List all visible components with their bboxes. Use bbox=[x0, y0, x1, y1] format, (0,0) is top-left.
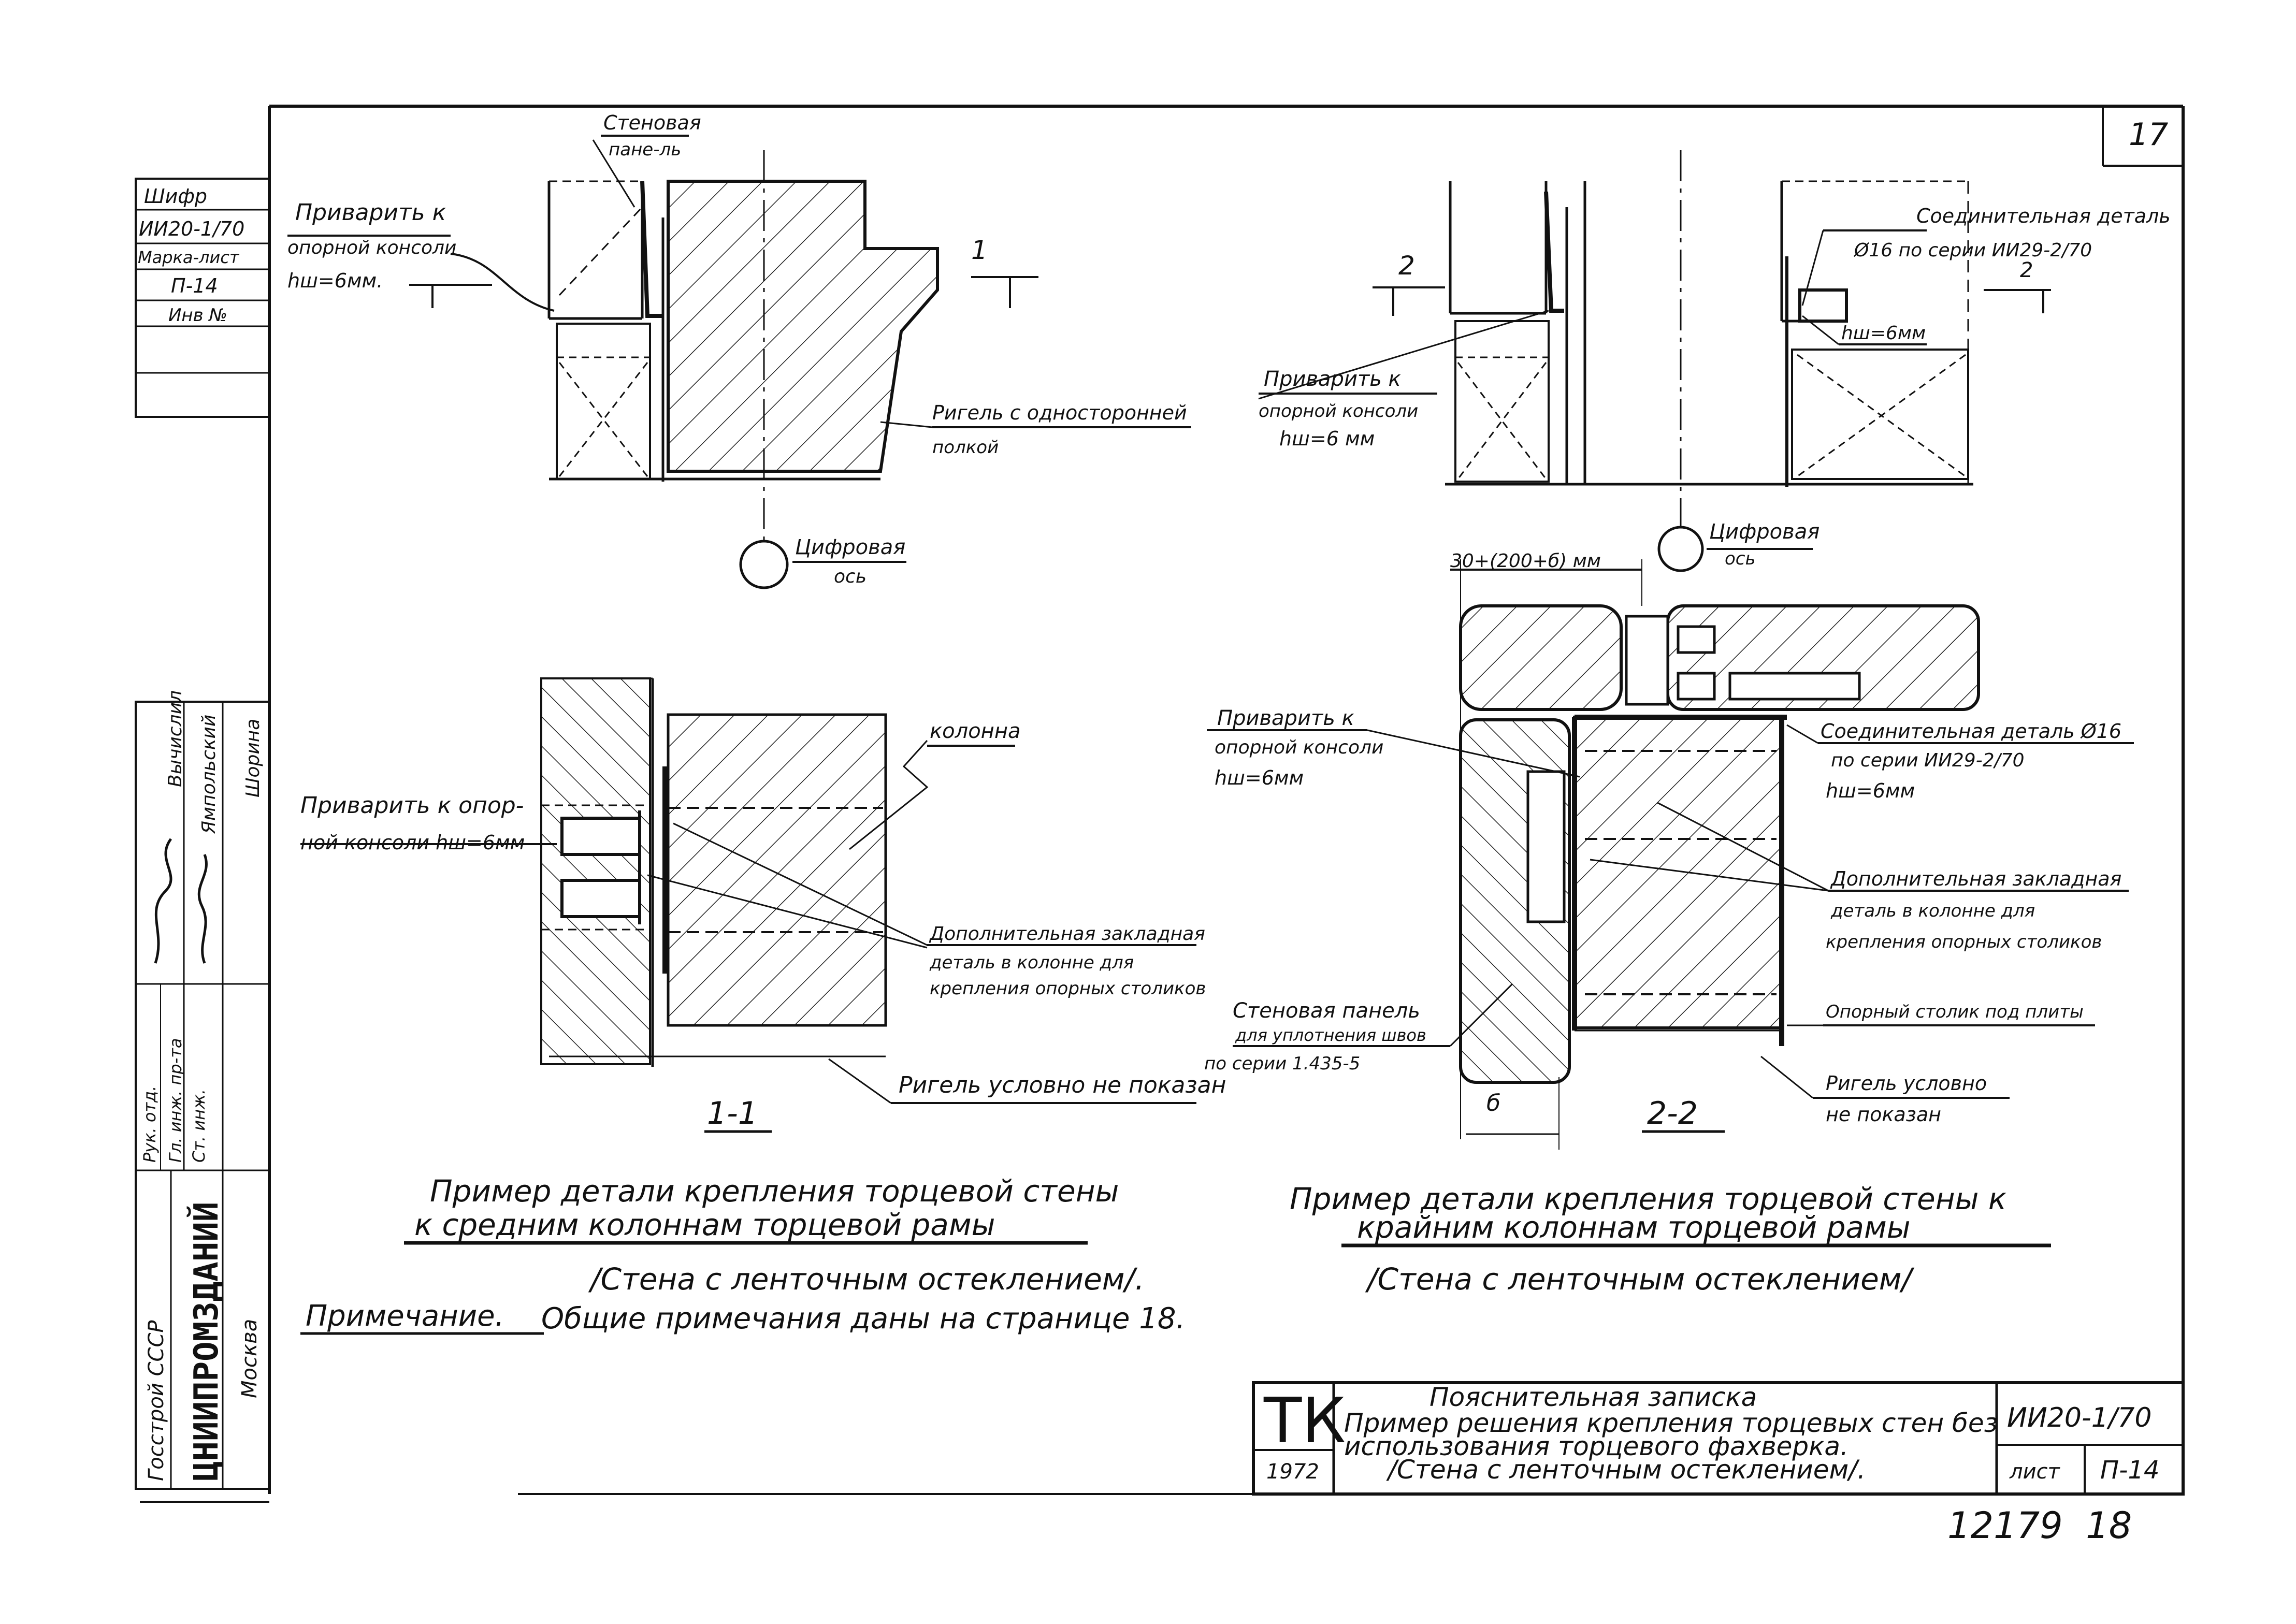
left-caption-line-1: Пример детали крепления торцевой стены bbox=[430, 1173, 1119, 1209]
d2-weld-plan-label-1: Приварить к bbox=[1217, 706, 1354, 730]
d1-weld-label-2: опорной консоли bbox=[287, 237, 456, 258]
d2-connector-label-2: Ø16 по серии ИИ29-2/70 bbox=[1853, 240, 2092, 261]
role-senior-engineer: Ст. инж. bbox=[189, 1089, 209, 1163]
note-label: Примечание. bbox=[306, 1299, 504, 1333]
d2-section-mark-right: 2 bbox=[2020, 258, 2033, 282]
d1-section-title: 1-1 bbox=[707, 1095, 758, 1132]
detail-1-elevation bbox=[287, 135, 1191, 589]
signature-mark-1 bbox=[154, 838, 172, 964]
stamp-inv-label: Инв № bbox=[168, 305, 227, 326]
d2-weld-plan-label-3: hш=6мм bbox=[1215, 766, 1304, 789]
d2-wall-panel-label-1: Стеновая панель bbox=[1233, 999, 1420, 1023]
d1-embedded-label-2: деталь в колонне для bbox=[929, 952, 1134, 973]
d2-embedded-label-3: крепления опорных столиков bbox=[1826, 932, 2102, 952]
detail-2-section bbox=[1207, 559, 2134, 1150]
d1-embedded-label-3: крепления опорных столиков bbox=[930, 978, 1206, 999]
d2-section-mark-left: 2 bbox=[1398, 251, 1415, 281]
d1-column-label: колонна bbox=[930, 719, 1021, 743]
d2-wall-panel-label-3: по серии 1.435-5 bbox=[1204, 1053, 1360, 1074]
d1-section-mark: 1 bbox=[971, 235, 988, 265]
title-block-description-1: Пример решения крепления торцевых стен б… bbox=[1344, 1408, 1998, 1438]
d2-dim-b: б bbox=[1486, 1090, 1500, 1116]
d2-girder-note-1: Ригель условно bbox=[1826, 1072, 1987, 1095]
d1-weld-plan-label-1: Приварить к опор- bbox=[300, 792, 524, 819]
note-text: Общие примечания даны на странице 18. bbox=[541, 1302, 1185, 1336]
title-block-description-3: /Стена с ленточным остеклением/. bbox=[1386, 1455, 1866, 1485]
d2-support-table-label: Опорный столик под плиты bbox=[1826, 1002, 2084, 1022]
d1-girder-label-1: Ригель с односторонней bbox=[932, 401, 1187, 424]
d1-embedded-label-1: Дополнительная закладная bbox=[929, 923, 1205, 945]
d2-embedded-label-1: Дополнительная закладная bbox=[1830, 867, 2121, 890]
title-block-year: 1972 bbox=[1266, 1460, 1319, 1484]
title-block-sheet-value: П-14 bbox=[2100, 1456, 2160, 1485]
d2-section-title: 2-2 bbox=[1647, 1095, 1698, 1132]
archive-number: 12179 18 bbox=[1947, 1504, 2132, 1547]
org-top: Госстрой СССР bbox=[145, 1320, 168, 1481]
signature-role-labels: Вычислил Рук. отд. Гл. инж. пр-та Ст. ин… bbox=[140, 690, 264, 1481]
side-stamp bbox=[135, 178, 270, 418]
sheet-number: 17 bbox=[2129, 117, 2168, 153]
d1-axis-label-1: Цифровая bbox=[795, 535, 905, 559]
right-caption-subtitle: /Стена с ленточным остеклением/ bbox=[1365, 1262, 1915, 1297]
signer-name-2: Шорина bbox=[242, 719, 264, 798]
d1-girder-note: Ригель условно не показан bbox=[899, 1072, 1226, 1098]
right-caption-line-2: крайним колоннам торцевой рамы bbox=[1357, 1210, 1911, 1245]
d2-weld-label-2: опорной консоли bbox=[1259, 401, 1418, 422]
role-head-dept: Рук. отд. bbox=[140, 1086, 160, 1163]
d1-axis-label-2: ось bbox=[834, 566, 867, 587]
d2-weld-hw-label: hш=6мм bbox=[1841, 323, 1926, 344]
title-block-sheet-label: лист bbox=[2009, 1460, 2061, 1484]
detail-2-elevation bbox=[1258, 150, 2051, 572]
d2-weld-label-3: hш=6 мм bbox=[1279, 427, 1375, 450]
d1-girder-label-2: полкой bbox=[932, 437, 999, 458]
signature-block bbox=[135, 701, 270, 1490]
title-block bbox=[1252, 1381, 2185, 1496]
d2-embedded-label-2: деталь в колонне для bbox=[1830, 901, 2035, 921]
d2-weld-plan-label-2: опорной консоли bbox=[1215, 737, 1383, 758]
stamp-code: ИИ20-1/70 bbox=[139, 218, 244, 240]
left-caption-subtitle: /Стена с ленточным остеклением/. bbox=[588, 1262, 1145, 1297]
d1-wall-panel-label-1: Стеновая bbox=[603, 111, 701, 134]
d1-weld-label-3: hш=6мм. bbox=[287, 269, 383, 292]
org-name: ЦНИИПРОМЗДАНИЙ bbox=[186, 1202, 226, 1481]
d2-axis-label-2: ось bbox=[1725, 548, 1756, 569]
d2-wall-panel-label-2: для уплотнения швов bbox=[1235, 1025, 1426, 1045]
title-block-code: ИИ20-1/70 bbox=[2007, 1402, 2152, 1433]
captions bbox=[300, 1241, 2051, 1335]
d2-connector-plan-label-1: Соединительная деталь Ø16 bbox=[1821, 720, 2121, 743]
signature-mark-2 bbox=[197, 854, 208, 964]
d2-dimension-label: 30+(200+б) мм bbox=[1450, 550, 1601, 572]
title-block-logo: ТК bbox=[1263, 1385, 1346, 1457]
d2-connector-label-1: Соединительная деталь bbox=[1916, 205, 2171, 227]
left-caption-line-2: к средним колоннам торцевой рамы bbox=[414, 1207, 995, 1242]
stamp-mark-label: Марка-лист bbox=[138, 248, 240, 267]
stamp-mark: П-14 bbox=[171, 274, 218, 297]
d2-axis-label-1: Цифровая bbox=[1709, 520, 1820, 544]
d1-wall-panel-label-2: пане-ль bbox=[609, 139, 681, 160]
d2-girder-note-2: не показан bbox=[1826, 1103, 1941, 1126]
role-computed: Вычислил bbox=[165, 690, 186, 787]
d2-connector-plan-label-2: по серии ИИ29-2/70 bbox=[1831, 750, 2025, 771]
right-caption-line-1: Пример детали крепления торцевой стены к bbox=[1290, 1181, 2006, 1216]
d1-weld-label-1: Приварить к bbox=[295, 199, 446, 226]
role-chief-engineer: Гл. инж. пр-та bbox=[166, 1038, 185, 1163]
stamp-code-label: Шифр bbox=[144, 185, 207, 208]
signer-name-1: Ямпольский bbox=[198, 715, 220, 834]
title-block-description-2: использования торцевого фахверка. bbox=[1344, 1431, 1849, 1461]
title-block-heading: Пояснительная записка bbox=[1429, 1382, 1757, 1412]
d1-weld-plan-label-2: ной консоли hш=6мм bbox=[300, 831, 525, 854]
org-city: Москва bbox=[238, 1319, 262, 1398]
detail-1-section bbox=[300, 677, 1196, 1133]
d2-weld-label-1: Приварить к bbox=[1264, 367, 1401, 391]
d2-connector-plan-label-3: hш=6мм bbox=[1826, 779, 1915, 802]
